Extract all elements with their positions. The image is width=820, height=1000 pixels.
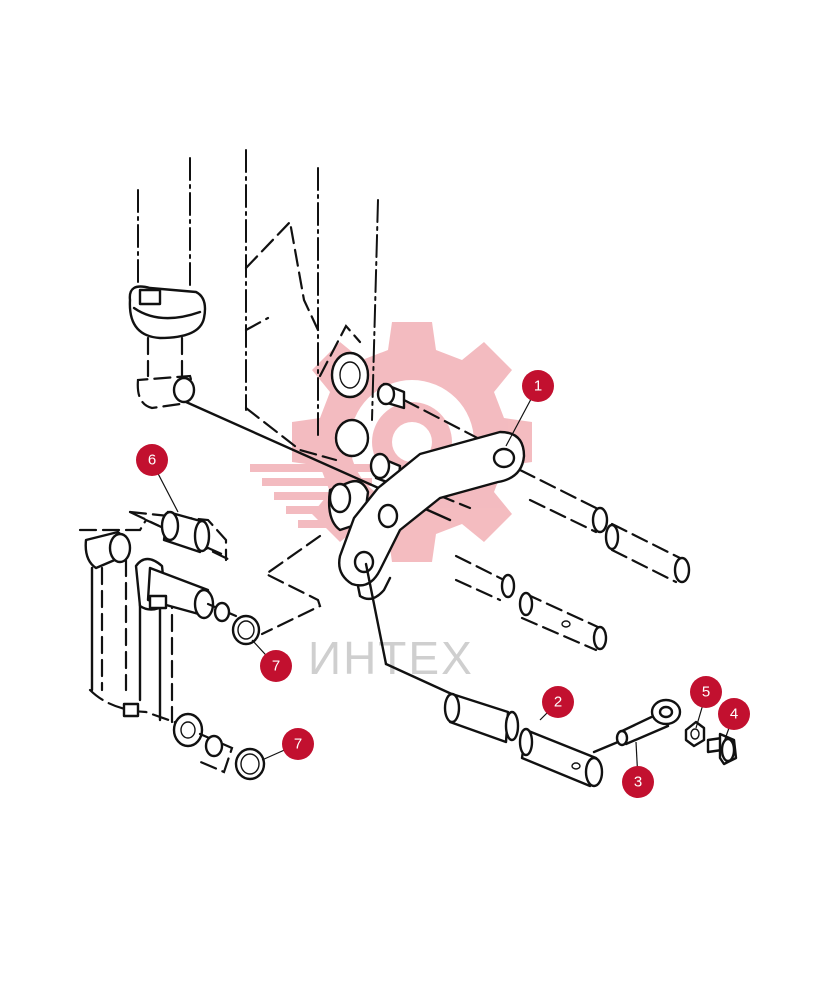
- upper-pin-group: [518, 468, 691, 584]
- seal-ring-lower: [204, 734, 266, 781]
- callout-7-lower[interactable]: 7: [282, 728, 314, 760]
- lower-pin: [364, 562, 620, 788]
- frame-outline: [137, 149, 379, 462]
- bolt: [706, 732, 738, 766]
- frame-bushings: [330, 351, 522, 510]
- svg-text:2: 2: [554, 694, 562, 711]
- svg-text:7: 7: [294, 736, 302, 753]
- callout-1[interactable]: 1: [522, 370, 554, 402]
- svg-text:5: 5: [702, 684, 710, 701]
- eyebolt: [615, 698, 682, 747]
- svg-text:4: 4: [730, 706, 738, 723]
- link-plate: [327, 430, 526, 601]
- nut: [684, 720, 706, 748]
- watermark-core-hole: [392, 422, 432, 462]
- callout-4[interactable]: 4: [718, 698, 750, 730]
- callout-3[interactable]: 3: [622, 766, 654, 798]
- link-outline: [260, 534, 322, 636]
- middle-pin-group: [454, 554, 608, 652]
- callout-6[interactable]: 6: [136, 444, 168, 476]
- callout-5[interactable]: 5: [690, 676, 722, 708]
- seal-ring-upper: [206, 601, 261, 646]
- svg-text:6: 6: [148, 452, 156, 469]
- lower-arm-assembly: [78, 510, 234, 774]
- callout-2[interactable]: 2: [542, 686, 574, 718]
- svg-text:7: 7: [272, 658, 280, 675]
- svg-text:1: 1: [534, 378, 542, 395]
- callout-7-upper[interactable]: 7: [260, 650, 292, 682]
- watermark-text: ИНТЕХ: [308, 632, 474, 684]
- hydraulic-cylinder: [128, 285, 452, 522]
- bushing: [128, 510, 228, 562]
- svg-text:3: 3: [634, 774, 642, 791]
